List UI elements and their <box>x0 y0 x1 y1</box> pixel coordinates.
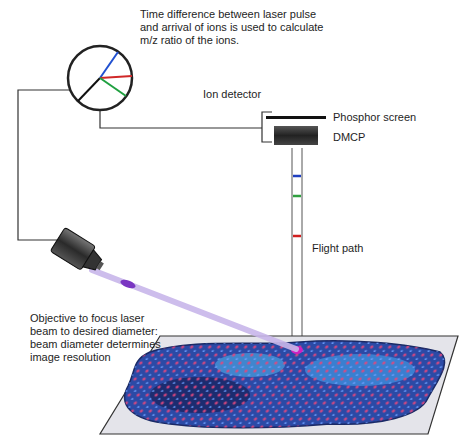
label-text: DMCP <box>333 131 365 143</box>
note-text: Time difference between laser pulse and … <box>140 8 330 47</box>
ion-packet <box>293 195 301 198</box>
laser-pulse <box>119 278 136 290</box>
objective-lens <box>50 227 109 278</box>
label-text: Objective to focus laser beam to desired… <box>30 312 161 363</box>
part-label: Phosphor screen <box>333 111 433 124</box>
dmcp-detector <box>274 126 318 145</box>
wire <box>18 90 70 240</box>
label-text: Ion detector <box>203 88 261 100</box>
part-label: Ion detector <box>203 88 263 101</box>
flight-tube <box>292 148 293 348</box>
phosphor-screen <box>266 116 326 119</box>
timer-dial <box>68 46 132 110</box>
part-label: DMCP <box>333 131 393 144</box>
label-text: Flight path <box>312 242 363 254</box>
flight-tube <box>302 148 303 348</box>
timer-hand <box>100 78 126 96</box>
label-text: Time difference between laser pulse and … <box>140 8 323 46</box>
timer-hand <box>78 78 100 101</box>
timer-hand <box>100 52 118 78</box>
label-text: Phosphor screen <box>333 111 416 123</box>
timer-hand <box>100 76 132 78</box>
ion-packet <box>293 235 301 238</box>
wire <box>100 110 262 128</box>
note-text: Objective to focus laser beam to desired… <box>30 312 162 364</box>
ion-packet <box>293 175 301 178</box>
pixel-grid <box>120 336 460 436</box>
laser-beam <box>92 270 296 349</box>
part-label: Flight path <box>312 242 392 255</box>
